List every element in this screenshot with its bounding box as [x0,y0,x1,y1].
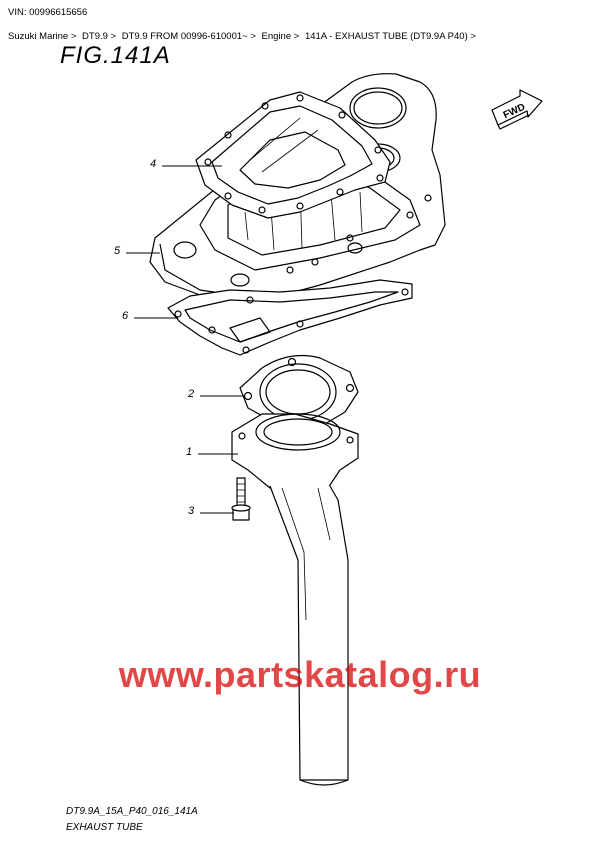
breadcrumb: Suzuki Marine > DT9.9 > DT9.9 FROM 00996… [8,31,479,42]
part-2-gasket[interactable] [239,355,359,431]
breadcrumb-item[interactable]: 141A - EXHAUST TUBE (DT9.9A P40) > [304,31,476,42]
drawing-code: DT9.9A_15A_P40_016_141A [66,806,198,817]
part-number-label[interactable]: 2 [188,388,195,400]
part-4-gasket[interactable] [195,91,391,219]
part-number-label[interactable]: 3 [188,505,195,517]
part-number-label[interactable]: 5 [114,245,121,257]
breadcrumb-item[interactable]: DT9.9 FROM 00996-610001~ > [121,31,256,42]
vin-text: VIN: 00996615656 [8,7,88,18]
fwd-arrow-icon: FWD [491,89,543,130]
part-3-bolt[interactable] [231,477,251,521]
drawing-name: EXHAUST TUBE [66,822,143,833]
part-number-label[interactable]: 4 [150,158,157,170]
part-number-label[interactable]: 6 [122,310,129,322]
leader-lines [126,165,244,514]
breadcrumb-item[interactable]: DT9.9 > [82,31,117,42]
breadcrumb-item[interactable]: Suzuki Marine > [8,31,77,42]
part-number-label[interactable]: 1 [186,446,193,458]
figure-title: FIG.141A [60,42,171,69]
breadcrumb-item[interactable]: Engine > [261,31,300,42]
part-6-gasket[interactable] [167,279,413,356]
watermark-text: www.partskatalog.ru [118,654,482,695]
part-1-exhaust-tube[interactable] [231,413,359,786]
